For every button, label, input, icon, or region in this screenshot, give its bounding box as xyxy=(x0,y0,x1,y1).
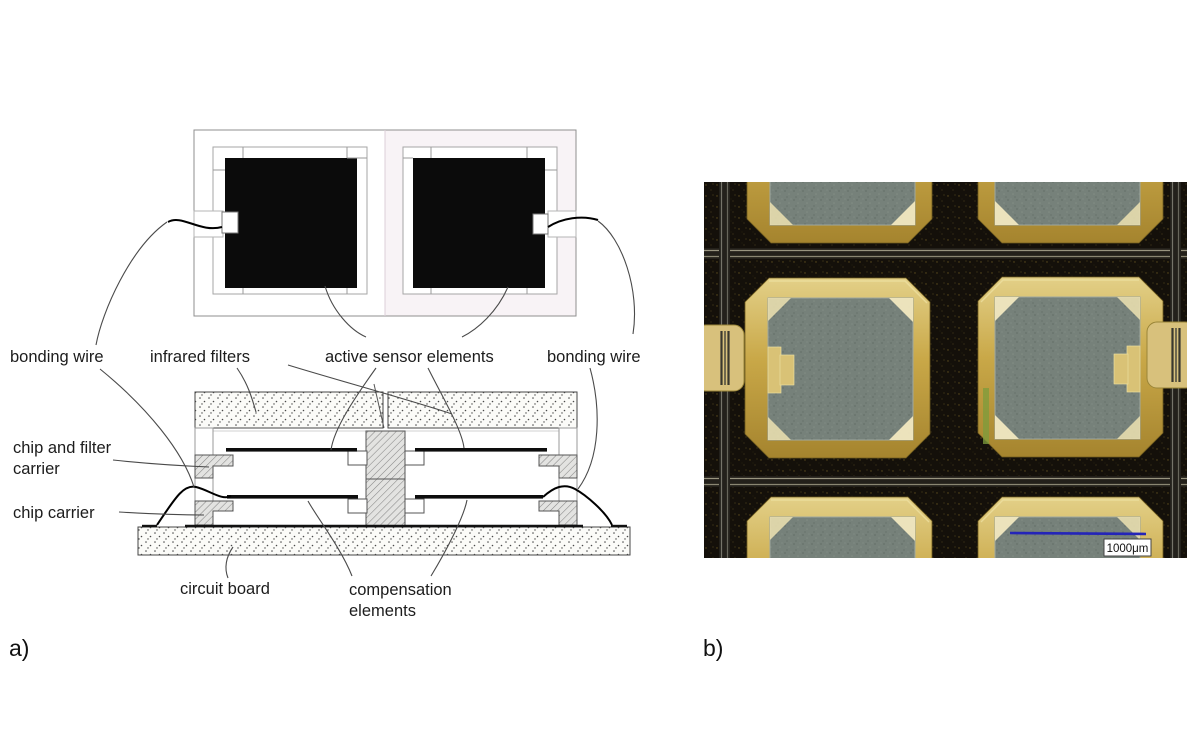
top-view-wire-right xyxy=(547,216,599,228)
circuit-board xyxy=(137,526,631,556)
black-sensor-square-right xyxy=(413,158,545,288)
top-view-wire-left xyxy=(167,219,223,230)
chip-carrier-right xyxy=(538,500,578,526)
label-compensation-elements-1: compensation xyxy=(349,581,452,599)
compensation-chip-left xyxy=(227,495,358,499)
sensor-cell-top-right xyxy=(977,182,1164,244)
corner-ticks-right xyxy=(403,147,557,294)
label-bonding-wire-right: bonding wire xyxy=(547,348,641,366)
chip-supports xyxy=(347,450,425,514)
panel-a-tag: a) xyxy=(9,635,30,661)
chip-filter-carrier-right xyxy=(538,454,578,479)
black-sensor-square-left xyxy=(225,158,357,288)
corner-ticks-left xyxy=(213,147,367,294)
ir-filter-left xyxy=(194,391,384,429)
sensor-cell-top-left xyxy=(746,182,933,244)
bond-wire-right xyxy=(542,485,613,526)
edge-tab-left xyxy=(704,324,745,392)
active-sensor-chip-right xyxy=(415,448,547,452)
label-active-sensor-elements: active sensor elements xyxy=(325,348,494,366)
label-compensation-elements-2: elements xyxy=(349,602,416,620)
edge-tab-right xyxy=(1146,321,1187,389)
green-reflection xyxy=(983,388,989,444)
right-bond-notch xyxy=(532,213,549,235)
sensor-cell-mid-right xyxy=(977,276,1164,458)
label-chip-and-filter-carrier-1: chip and filter xyxy=(13,439,112,457)
cross-section xyxy=(137,383,631,556)
panel-b-tag: b) xyxy=(703,635,724,661)
left-bond-notch xyxy=(221,211,239,234)
ir-filter-right xyxy=(387,391,578,429)
leader-lines xyxy=(95,220,636,579)
panel-a-schematic: bonding wire infrared filters active sen… xyxy=(10,129,641,620)
label-bonding-wire-left: bonding wire xyxy=(10,348,104,366)
scale-bar-line xyxy=(1009,531,1147,536)
left-wire-channel xyxy=(193,210,224,238)
sensor-cell-bottom-left xyxy=(746,496,933,558)
label-chip-and-filter-carrier-2: carrier xyxy=(13,460,60,478)
top-view xyxy=(167,129,599,317)
chip-filter-carrier-left xyxy=(194,454,234,479)
scale-bar-label-box: 1000μm xyxy=(1103,538,1152,557)
label-circuit-board: circuit board xyxy=(180,580,270,598)
chip-carrier-left xyxy=(194,500,234,526)
label-chip-carrier: chip carrier xyxy=(13,504,95,522)
scale-bar-label: 1000μm xyxy=(1107,543,1149,555)
panel-b-micrograph: 1000μm xyxy=(704,182,1187,558)
compensation-chip-right xyxy=(415,495,543,499)
bond-wire-left xyxy=(156,485,232,526)
label-infrared-filters: infrared filters xyxy=(150,348,250,366)
active-sensor-chip-left xyxy=(226,448,357,452)
sensor-cell-mid-left xyxy=(744,277,931,459)
